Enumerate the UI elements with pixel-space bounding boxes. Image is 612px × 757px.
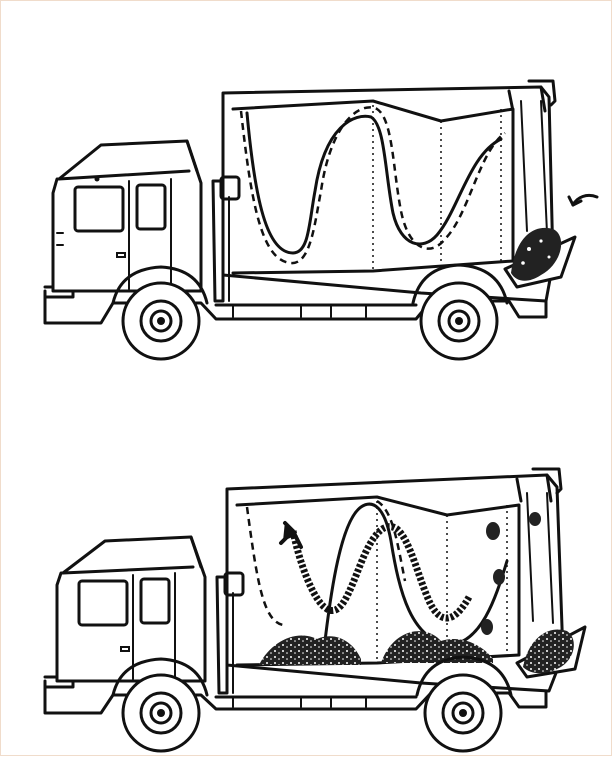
truck-top-cab: [53, 141, 207, 303]
load-arrow-icon: [569, 195, 597, 205]
truck-top: [45, 81, 597, 359]
truck-bottom-front-wheel: [123, 675, 199, 751]
truck-bottom-cab: [57, 537, 207, 695]
truck-top-body: [213, 81, 555, 301]
truck-bottom: [45, 469, 585, 751]
truck-top-front-wheel: [123, 283, 199, 359]
